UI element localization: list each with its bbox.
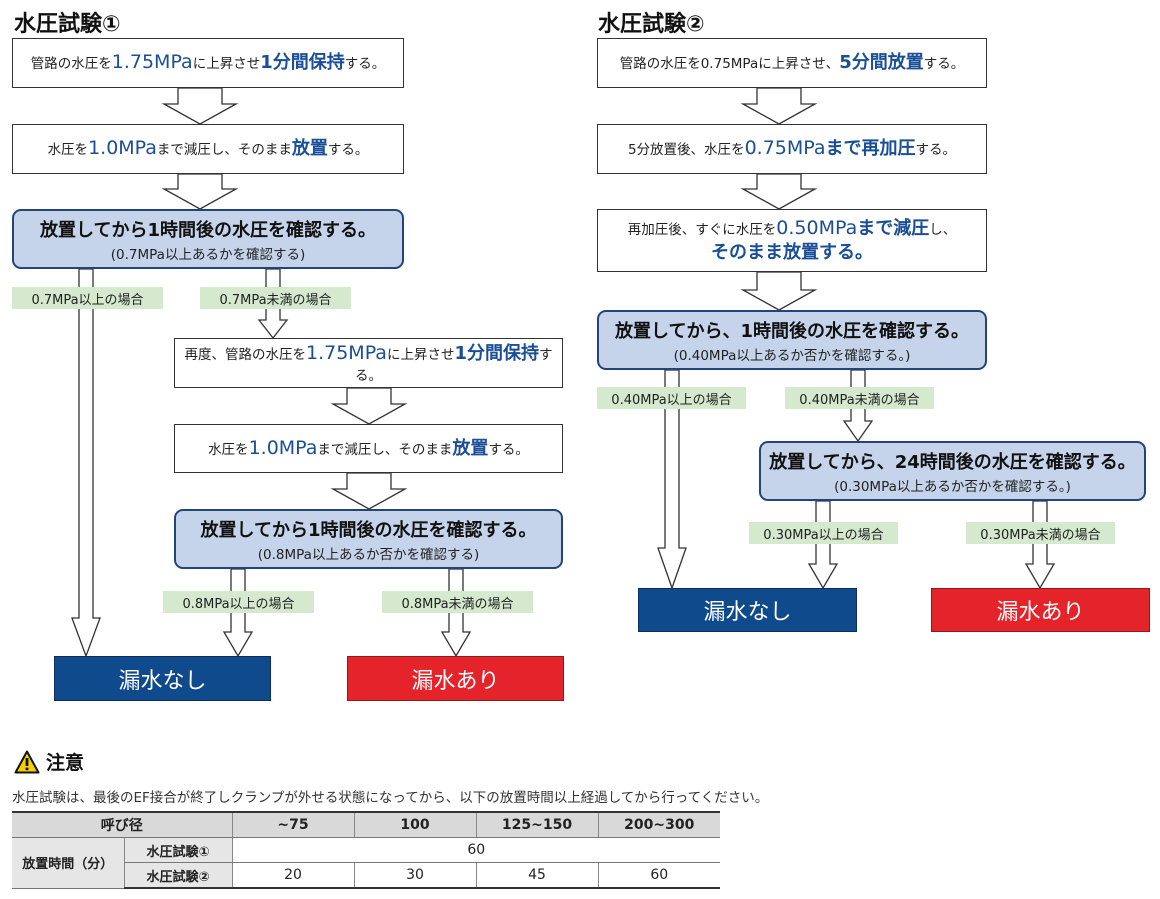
- table-cell: 20: [231, 862, 354, 889]
- table-header-cell: 200~300: [597, 811, 720, 838]
- test1-step1-box: 管路の水圧を1.75MPaに上昇させ1分間保持する。: [12, 38, 404, 88]
- test2-result-no-leak: 漏水なし: [638, 588, 857, 632]
- test1-result-no-leak: 漏水なし: [54, 656, 271, 701]
- test1-arrow-step2-check1: [161, 173, 239, 210]
- warning-triangle-icon: [14, 750, 40, 773]
- test2-step1-box: 管路の水圧を0.75MPaに上昇させ、5分間放置する。: [597, 38, 987, 88]
- test1-arrow-step3-step4: [330, 387, 408, 425]
- test1-cond-ng2-label: 0.8MPa未満の場合: [382, 591, 533, 613]
- table-header-cell: 100: [353, 811, 476, 838]
- test1-arrow-step4-check2: [330, 472, 408, 510]
- table-row: 放置時間（分） 水圧試験① 60: [12, 837, 720, 889]
- test1-cond-ng1-label: 0.7MPa未満の場合: [200, 287, 351, 309]
- test1-check1-box: 放置してから1時間後の水圧を確認する。 (0.7MPa以上あるかを確認する): [12, 209, 404, 269]
- test1-result-leak: 漏水あり: [347, 656, 564, 701]
- test1-step3-box: 再度、管路の水圧を1.75MPaに上昇させ1分間保持する。: [174, 338, 563, 388]
- table-header-row: 呼び径 ~75 100 125~150 200~300: [12, 811, 720, 838]
- test1-arrow-ok1-result: [71, 268, 101, 658]
- table-header-cell: 125~150: [475, 811, 598, 838]
- test2-check1-box: 放置してから、1時間後の水圧を確認する。 (0.40MPa以上あるか否かを確認す…: [597, 310, 987, 370]
- test2-check2-box: 放置してから、24時間後の水圧を確認する。 (0.30MPa以上あるか否かを確認…: [759, 441, 1146, 501]
- test2-step2-box: 5分放置後、水圧を0.75MPaまで再加圧する。: [597, 124, 987, 174]
- test1-cond-ok1-label: 0.7MPa以上の場合: [12, 287, 163, 309]
- table-row-group-label: 放置時間（分）: [12, 837, 124, 889]
- caution-text: 水圧試験は、最後のEF接合が終了しクランプが外せる状態になってから、以下の放置時…: [12, 790, 769, 806]
- caution-title: 注意: [46, 752, 85, 774]
- test1-cond-ok2-label: 0.8MPa以上の場合: [163, 591, 314, 613]
- test2-arrow-step2-step3: [740, 173, 818, 210]
- table-row-label: 水圧試験①: [123, 837, 232, 863]
- test1-title: 水圧試験①: [14, 12, 121, 37]
- test1-step4-box: 水圧を1.0MPaまで減圧し、そのまま放置する。: [174, 424, 563, 473]
- table-header-cell: ~75: [231, 811, 354, 838]
- caution-heading: 注意: [14, 748, 84, 775]
- test1-arrow-step1-step2: [161, 87, 239, 125]
- table-cell: 60: [231, 837, 720, 863]
- table-header-cell: 呼び径: [12, 811, 232, 838]
- table-cell: 30: [353, 862, 476, 889]
- test2-cond-ok1-label: 0.40MPa以上の場合: [597, 387, 746, 409]
- test2-arrow-step1-step2: [740, 87, 818, 125]
- test2-title: 水圧試験②: [598, 12, 705, 37]
- table-row: 水圧試験② 20 30 45 60: [12, 862, 720, 889]
- test2-cond-ng2-label: 0.30MPa未満の場合: [966, 522, 1115, 544]
- test2-arrow-step3-check1: [740, 271, 818, 311]
- test1-step2-box: 水圧を1.0MPaまで減圧し、そのまま放置する。: [12, 124, 404, 174]
- table-cell: 45: [475, 862, 598, 889]
- test2-arrow-ok2-result: [807, 500, 839, 590]
- table-cell: 60: [597, 862, 720, 889]
- test2-result-leak: 漏水あり: [931, 588, 1150, 632]
- test2-step3-box: 再加圧後、すぐに水圧を0.50MPaまで減圧し、 そのまま放置する。: [597, 209, 987, 272]
- test1-check2-box: 放置してから1時間後の水圧を確認する。 (0.8MPa以上あるか否かを確認する): [174, 509, 563, 569]
- test2-cond-ng1-label: 0.40MPa未満の場合: [785, 387, 934, 409]
- test2-cond-ok2-label: 0.30MPa以上の場合: [749, 522, 898, 544]
- standing-time-table: 呼び径 ~75 100 125~150 200~300 放置時間（分） 水圧試験…: [12, 811, 720, 889]
- test2-arrow-ng2-result: [1024, 500, 1056, 590]
- table-row-label: 水圧試験②: [123, 862, 232, 889]
